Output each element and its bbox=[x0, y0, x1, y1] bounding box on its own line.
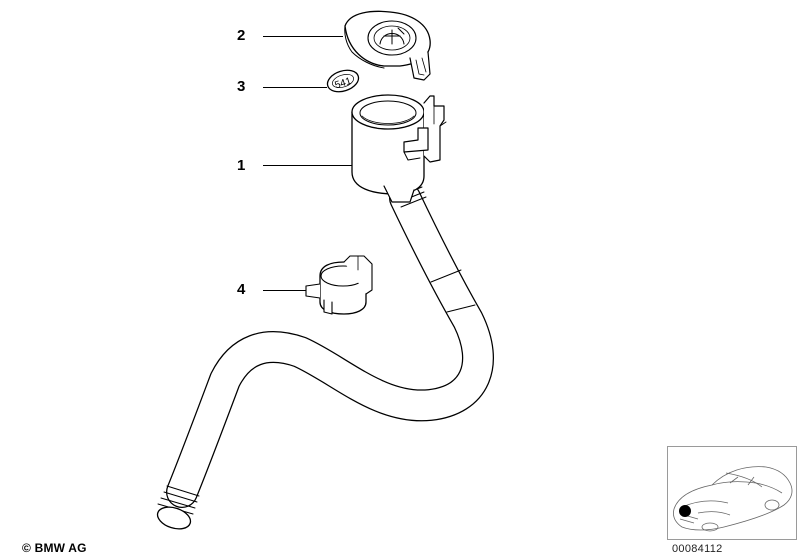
reservoir-cap bbox=[344, 10, 431, 81]
vehicle-location-inset bbox=[667, 446, 797, 540]
part-number: 00084112 bbox=[672, 543, 723, 555]
seal-marking: 541 bbox=[334, 76, 354, 92]
copyright-text: © BMW AG bbox=[22, 541, 87, 555]
windshield-washer-icon bbox=[379, 27, 405, 45]
filler-neck bbox=[351, 94, 447, 203]
filler-hose bbox=[156, 181, 494, 530]
leader-line-1 bbox=[263, 165, 352, 166]
callout-1: 1 bbox=[237, 157, 246, 174]
leader-line-2 bbox=[263, 36, 343, 37]
vehicle-location-icon bbox=[673, 466, 793, 532]
callout-2: 2 bbox=[237, 27, 246, 44]
callout-4: 4 bbox=[237, 281, 246, 298]
leader-line-3 bbox=[263, 87, 327, 88]
cap-seal: 541 bbox=[326, 69, 360, 93]
location-marker bbox=[679, 505, 691, 517]
leader-line-4 bbox=[263, 290, 306, 291]
callout-3: 3 bbox=[237, 78, 246, 95]
hose-clamp bbox=[305, 255, 373, 315]
